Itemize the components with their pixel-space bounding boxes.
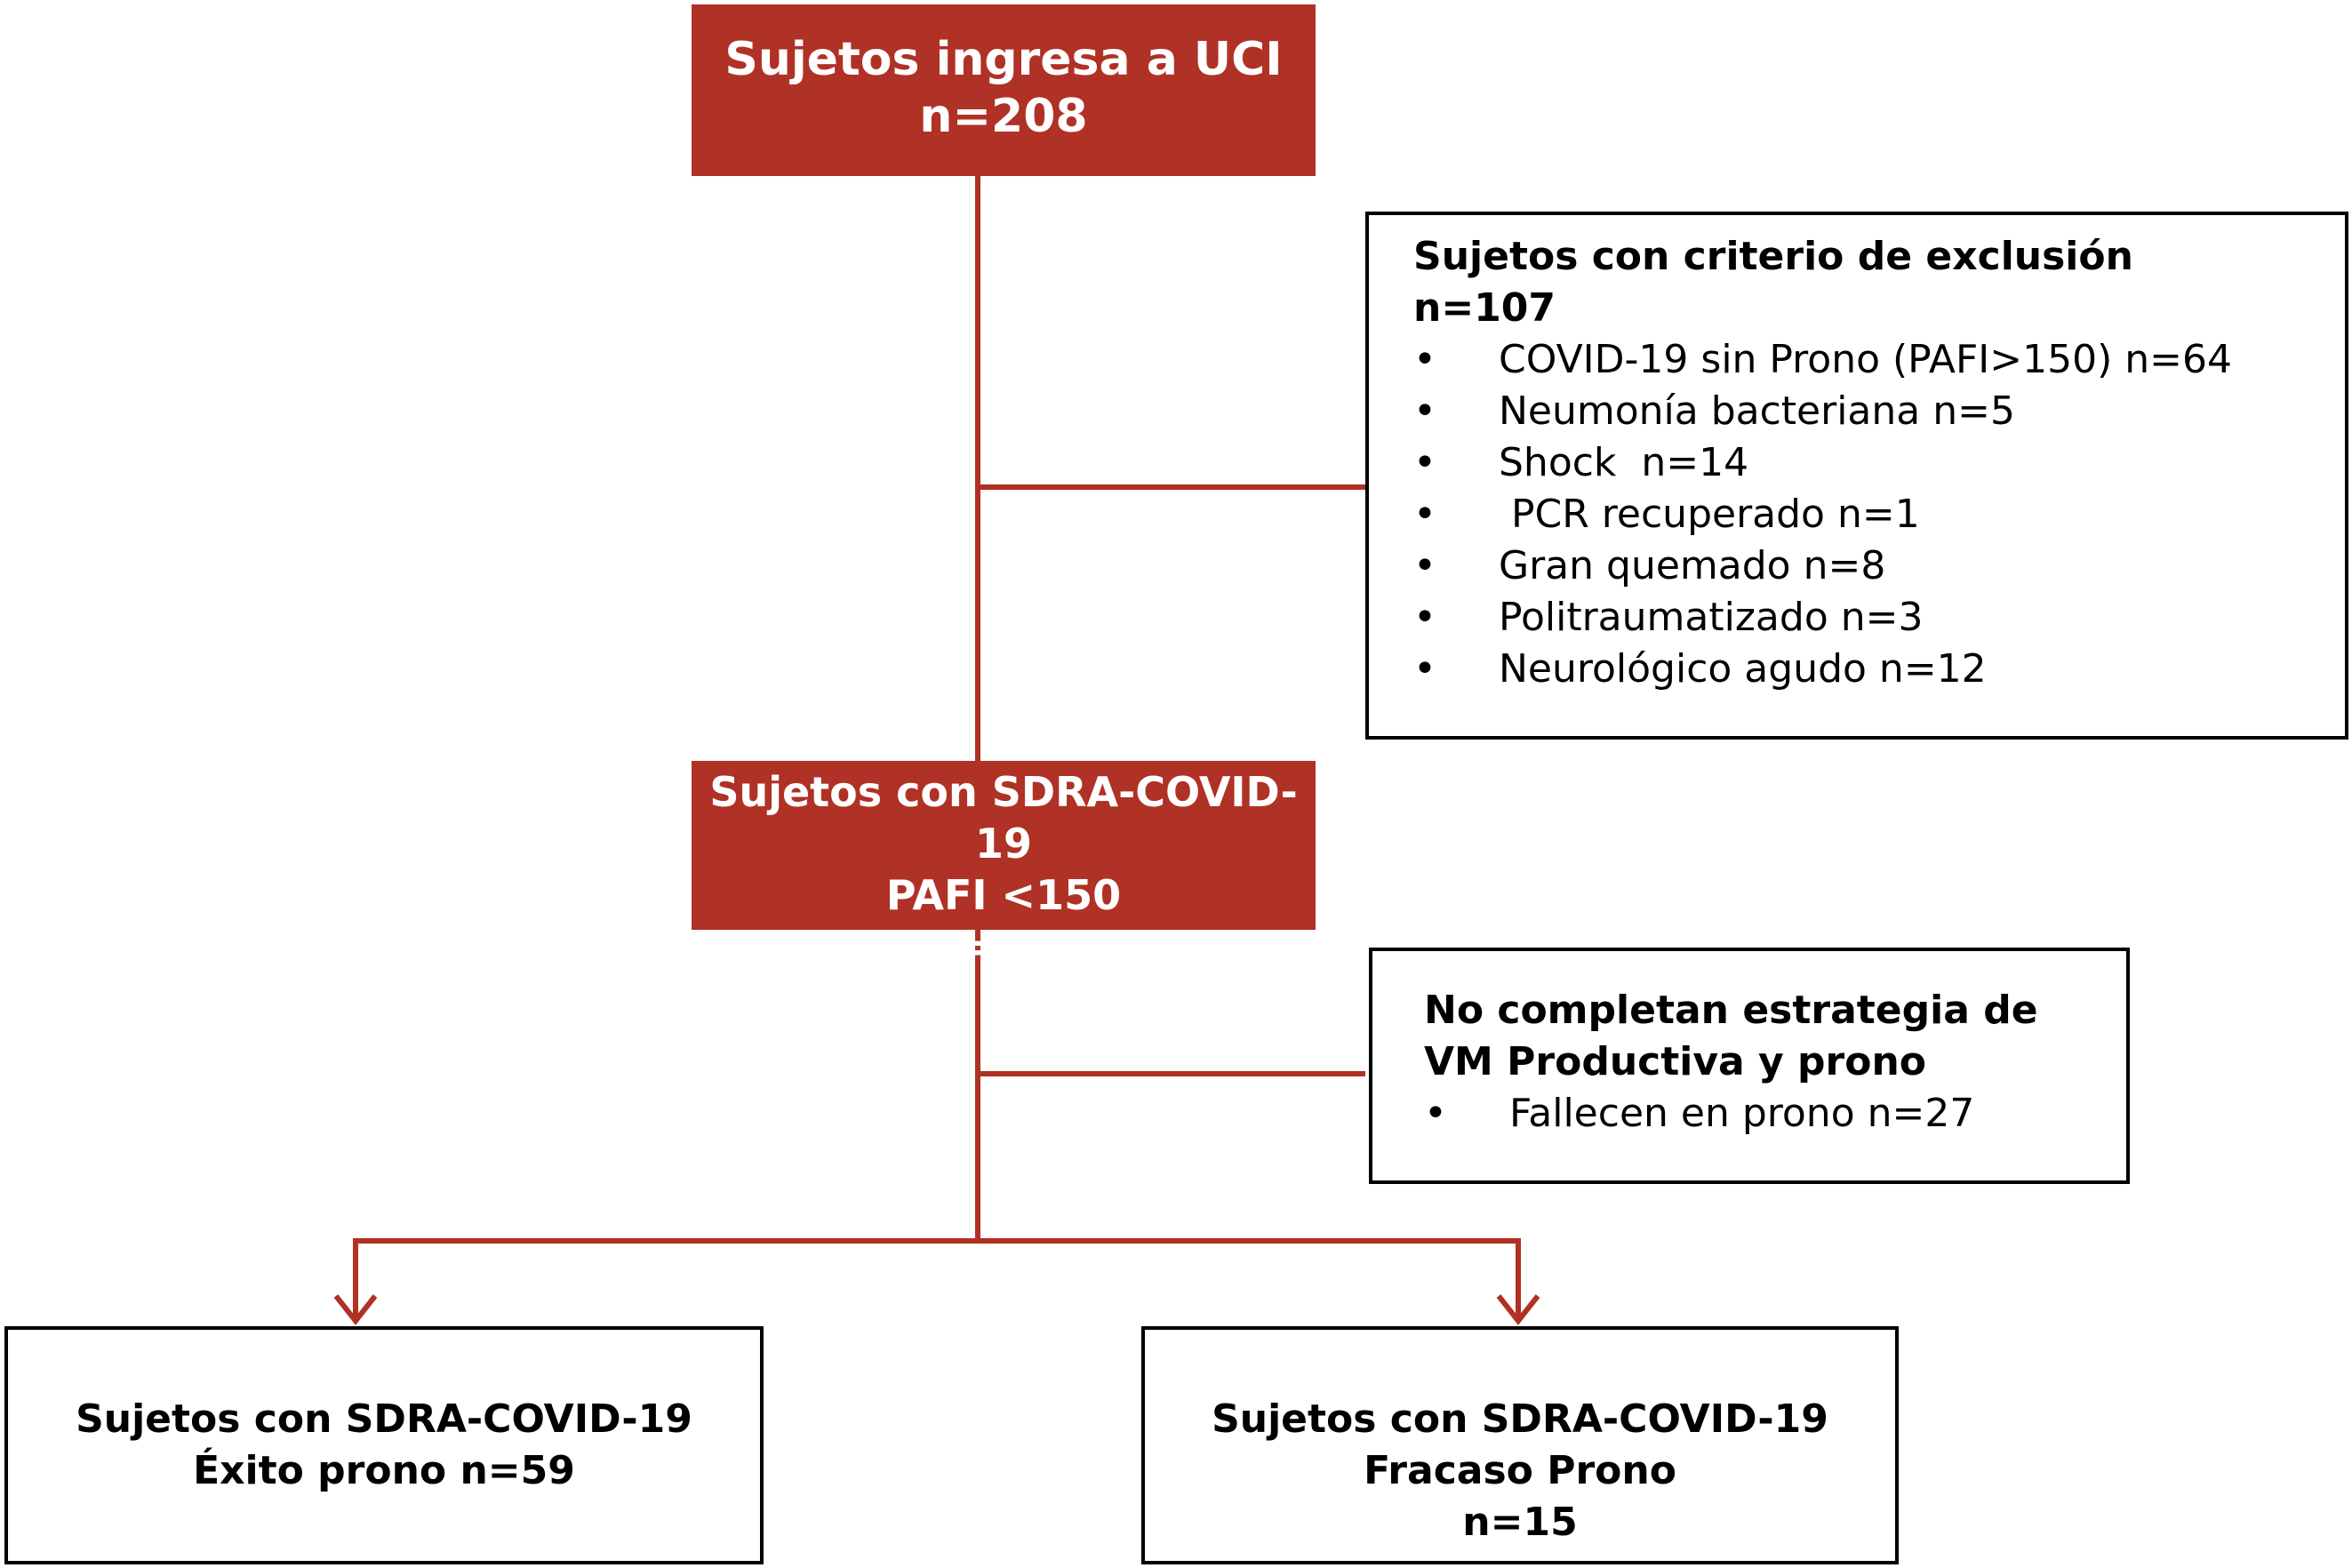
box-exclusion: Sujetos con criterio de exclusión n=107 … bbox=[1365, 212, 2348, 740]
exclusion-item-text: Politraumatizado n=3 bbox=[1499, 595, 1924, 640]
list-item: • Neumonía bacteriana n=5 bbox=[1413, 386, 2345, 437]
bullet: • bbox=[1413, 595, 1436, 640]
bullet: • bbox=[1424, 1091, 1447, 1136]
ingreso-title: Sujetos ingresa a UCI bbox=[724, 33, 1283, 86]
list-item: • Politraumatizado n=3 bbox=[1413, 592, 2345, 644]
ingreso-count: n=208 bbox=[919, 90, 1088, 143]
bullet: • bbox=[1413, 646, 1436, 692]
exclusion-item-text: Gran quemado n=8 bbox=[1499, 543, 1886, 588]
exclusion-item-text: Neumonía bacteriana n=5 bbox=[1499, 388, 2015, 434]
bullet: • bbox=[1413, 440, 1436, 485]
bullet: • bbox=[1413, 543, 1436, 588]
exclusion-item-text: Shock n=14 bbox=[1499, 440, 1749, 485]
list-item: • Fallecen en prono n=27 bbox=[1424, 1088, 2126, 1140]
box-fracaso-prono: Sujetos con SDRA-COVID-19 Fracaso Prono … bbox=[1141, 1326, 1899, 1564]
box-exito-prono: Sujetos con SDRA-COVID-19 Éxito prono n=… bbox=[4, 1326, 764, 1564]
list-item: • Gran quemado n=8 bbox=[1413, 540, 2345, 592]
exclusion-item-text: Neurológico agudo n=12 bbox=[1499, 646, 1987, 692]
list-item: • Neurológico agudo n=12 bbox=[1413, 644, 2345, 695]
box-ingreso-uci: Sujetos ingresa a UCI n=208 bbox=[692, 4, 1316, 176]
fracaso-line-1: Sujetos con SDRA-COVID-19 bbox=[1212, 1396, 1828, 1442]
exclusion-title: Sujetos con criterio de exclusión bbox=[1413, 234, 2133, 279]
exclusion-item-text: PCR recuperado n=1 bbox=[1499, 492, 1920, 537]
exito-line-2: Éxito prono n=59 bbox=[193, 1448, 575, 1493]
exito-line-1: Sujetos con SDRA-COVID-19 bbox=[76, 1396, 692, 1442]
sdra-pafi: PAFI <150 bbox=[885, 871, 1122, 919]
fracaso-line-3: n=15 bbox=[1462, 1500, 1578, 1545]
exclusion-list: • COVID-19 sin Prono (PAFI>150) n=64 • Neu… bbox=[1413, 334, 2345, 695]
arrowhead-left bbox=[333, 1294, 378, 1325]
list-item: • COVID-19 sin Prono (PAFI>150) n=64 bbox=[1413, 334, 2345, 386]
sdra-title: Sujetos con SDRA-COVID-19 bbox=[709, 768, 1298, 868]
no-completan-title-1: No completan estrategia de bbox=[1424, 988, 2038, 1033]
bullet: • bbox=[1413, 388, 1436, 434]
bullet: • bbox=[1413, 492, 1436, 537]
box-sdra-covid: Sujetos con SDRA-COVID-19 PAFI <150 n=10… bbox=[692, 761, 1316, 971]
sdra-count: n=101 bbox=[929, 923, 1078, 971]
list-item: • PCR recuperado n=1 bbox=[1413, 489, 2345, 540]
arrowhead-right bbox=[1496, 1294, 1540, 1325]
fracaso-line-2: Fracaso Prono bbox=[1364, 1448, 1676, 1493]
exclusion-count: n=107 bbox=[1413, 285, 1556, 331]
no-completan-title-2: VM Productiva y prono bbox=[1424, 1039, 1927, 1084]
list-item: • Shock n=14 bbox=[1413, 437, 2345, 489]
box-no-completan: No completan estrategia de VM Productiva… bbox=[1369, 948, 2130, 1184]
no-completan-item-text: Fallecen en prono n=27 bbox=[1509, 1091, 1975, 1136]
bullet: • bbox=[1413, 337, 1436, 382]
exclusion-item-text: COVID-19 sin Prono (PAFI>150) n=64 bbox=[1499, 337, 2233, 382]
